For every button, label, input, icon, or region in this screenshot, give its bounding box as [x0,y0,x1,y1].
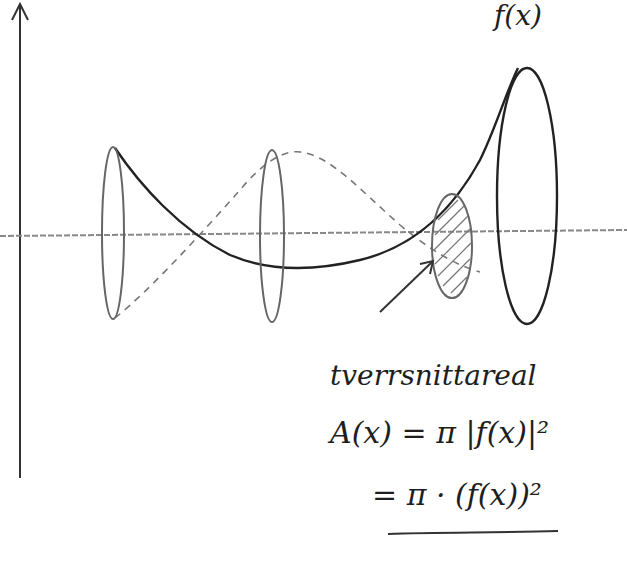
underline [388,531,558,534]
axis-arrowhead [12,4,28,20]
x-axis [0,230,627,236]
annotation: tverrsnittareal [330,360,537,392]
cross-section [260,150,284,322]
mirror-curve [115,152,480,318]
cross-section [497,68,557,324]
pointer-arrow [380,262,432,312]
cross-section [102,147,124,319]
hatching [434,200,471,293]
function-curve [115,68,518,268]
y-axis [19,6,21,478]
formula: = π · (f(x))² [372,478,542,513]
pointer-arrowhead [420,261,433,274]
cross-section [432,194,472,298]
function-label: f(x) [494,0,542,32]
formula: A(x) = π |f(x)|² [330,416,549,451]
